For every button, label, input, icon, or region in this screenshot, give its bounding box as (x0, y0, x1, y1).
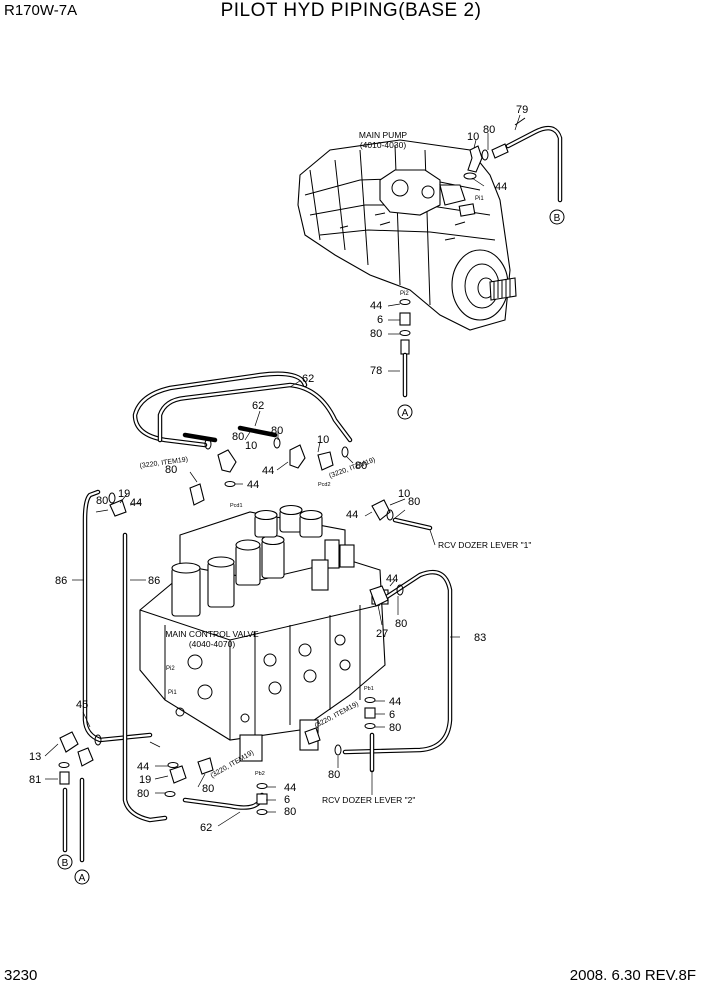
callout-80: 80 (165, 464, 177, 476)
item-note: (3220, ITEM19) (328, 457, 376, 480)
callout-27: 27 (376, 628, 388, 640)
callout-44: 44 (346, 509, 358, 521)
svg-text:A: A (402, 408, 409, 419)
callout-80: 80 (271, 425, 283, 437)
callout-13: 13 (29, 751, 41, 763)
connector-b-bottom: B (57, 854, 73, 870)
page-number: 3230 (4, 967, 38, 984)
svg-text:B: B (554, 213, 561, 224)
callout-81: 81 (29, 774, 41, 786)
callout-44: 44 (247, 479, 259, 491)
callout-44: 44 (386, 573, 398, 585)
callout-80: 80 (232, 431, 244, 443)
callout-6: 6 (284, 794, 290, 806)
callout-62: 62 (200, 822, 212, 834)
callout-80: 80 (389, 722, 401, 734)
callout-44: 44 (262, 465, 274, 477)
port-pi1-label: Pi1 (475, 196, 484, 202)
callout-10: 10 (398, 488, 410, 500)
callout-80: 80 (96, 495, 108, 507)
callout-80: 80 (370, 328, 382, 340)
callout-80: 80 (202, 783, 214, 795)
main-pump-label: MAIN PUMP (359, 130, 408, 140)
callout-80: 80 (284, 806, 296, 818)
callout-6: 6 (377, 314, 383, 326)
callout-10: 10 (245, 440, 257, 452)
callout-10: 10 (317, 434, 329, 446)
callout-80: 80 (408, 496, 420, 508)
connector-a-bottom: A (74, 869, 90, 885)
callout-10: 10 (467, 131, 479, 143)
main-pump (297, 139, 517, 331)
callout-83: 83 (474, 632, 486, 644)
callout-6: 6 (389, 709, 395, 721)
callout-78: 78 (370, 365, 382, 377)
svg-text:B: B (62, 858, 69, 869)
callout-19: 19 (118, 488, 130, 500)
leader-lines (44, 114, 521, 827)
main-control-valve (139, 504, 389, 762)
callout-44: 44 (389, 696, 401, 708)
port-pb2-label: Pb2 (255, 771, 265, 777)
callout-44: 44 (370, 300, 382, 312)
date-revision: 2008. 6.30 REV.8F (569, 967, 696, 984)
port-pcd1-label: Pcd1 (230, 503, 243, 509)
port-pcd2-label: Pcd2 (318, 482, 331, 488)
page-title: PILOT HYD PIPING(BASE 2) (220, 0, 482, 21)
callout-44: 44 (137, 761, 149, 773)
callout-80: 80 (328, 769, 340, 781)
item-note: (3220, ITEM19) (139, 456, 188, 470)
callout-62: 62 (302, 373, 314, 385)
callout-80: 80 (395, 618, 407, 630)
callout-19: 19 (139, 774, 151, 786)
port-pi2-label: Pi2 (400, 291, 409, 297)
callout-80: 80 (137, 788, 149, 800)
port-pi1b-label: Pi1 (168, 690, 177, 696)
port-pb1-label: Pb1 (364, 686, 374, 692)
callout-86: 86 (148, 575, 160, 587)
model-label: R170W-7A (4, 2, 78, 19)
callout-44: 44 (495, 181, 507, 193)
rcv-dozer-lever-2-label: RCV DOZER LEVER "2" (322, 795, 415, 805)
connector-b-top: B (549, 209, 565, 225)
mcv-label: MAIN CONTROL VALVE (165, 629, 259, 639)
connector-a-top: A (397, 404, 413, 420)
callout-86: 86 (55, 575, 67, 587)
callout-44: 44 (284, 782, 296, 794)
fittings (58, 437, 404, 815)
callout-80: 80 (483, 124, 495, 136)
pump-bottom-fittings (399, 299, 411, 355)
item-note: (3220, ITEM19) (210, 749, 256, 779)
main-pump-ref: (4010-4030) (360, 140, 406, 150)
callout-45: 45 (76, 699, 88, 711)
pump-elbow-fitting-10 (463, 143, 509, 180)
callout-79: 79 (516, 104, 528, 116)
svg-text:A: A (79, 873, 86, 884)
mcv-ref: (4040-4070) (189, 639, 235, 649)
rcv-dozer-lever-1-label: RCV DOZER LEVER "1" (438, 540, 531, 550)
callout-numbers: 79 10 80 44 44 6 80 78 62 62 80 10 80 10… (29, 104, 528, 834)
callout-80: 80 (355, 460, 367, 472)
port-pi2b-label: Pi2 (166, 666, 175, 672)
callout-44: 44 (130, 497, 142, 509)
callout-62: 62 (252, 400, 264, 412)
